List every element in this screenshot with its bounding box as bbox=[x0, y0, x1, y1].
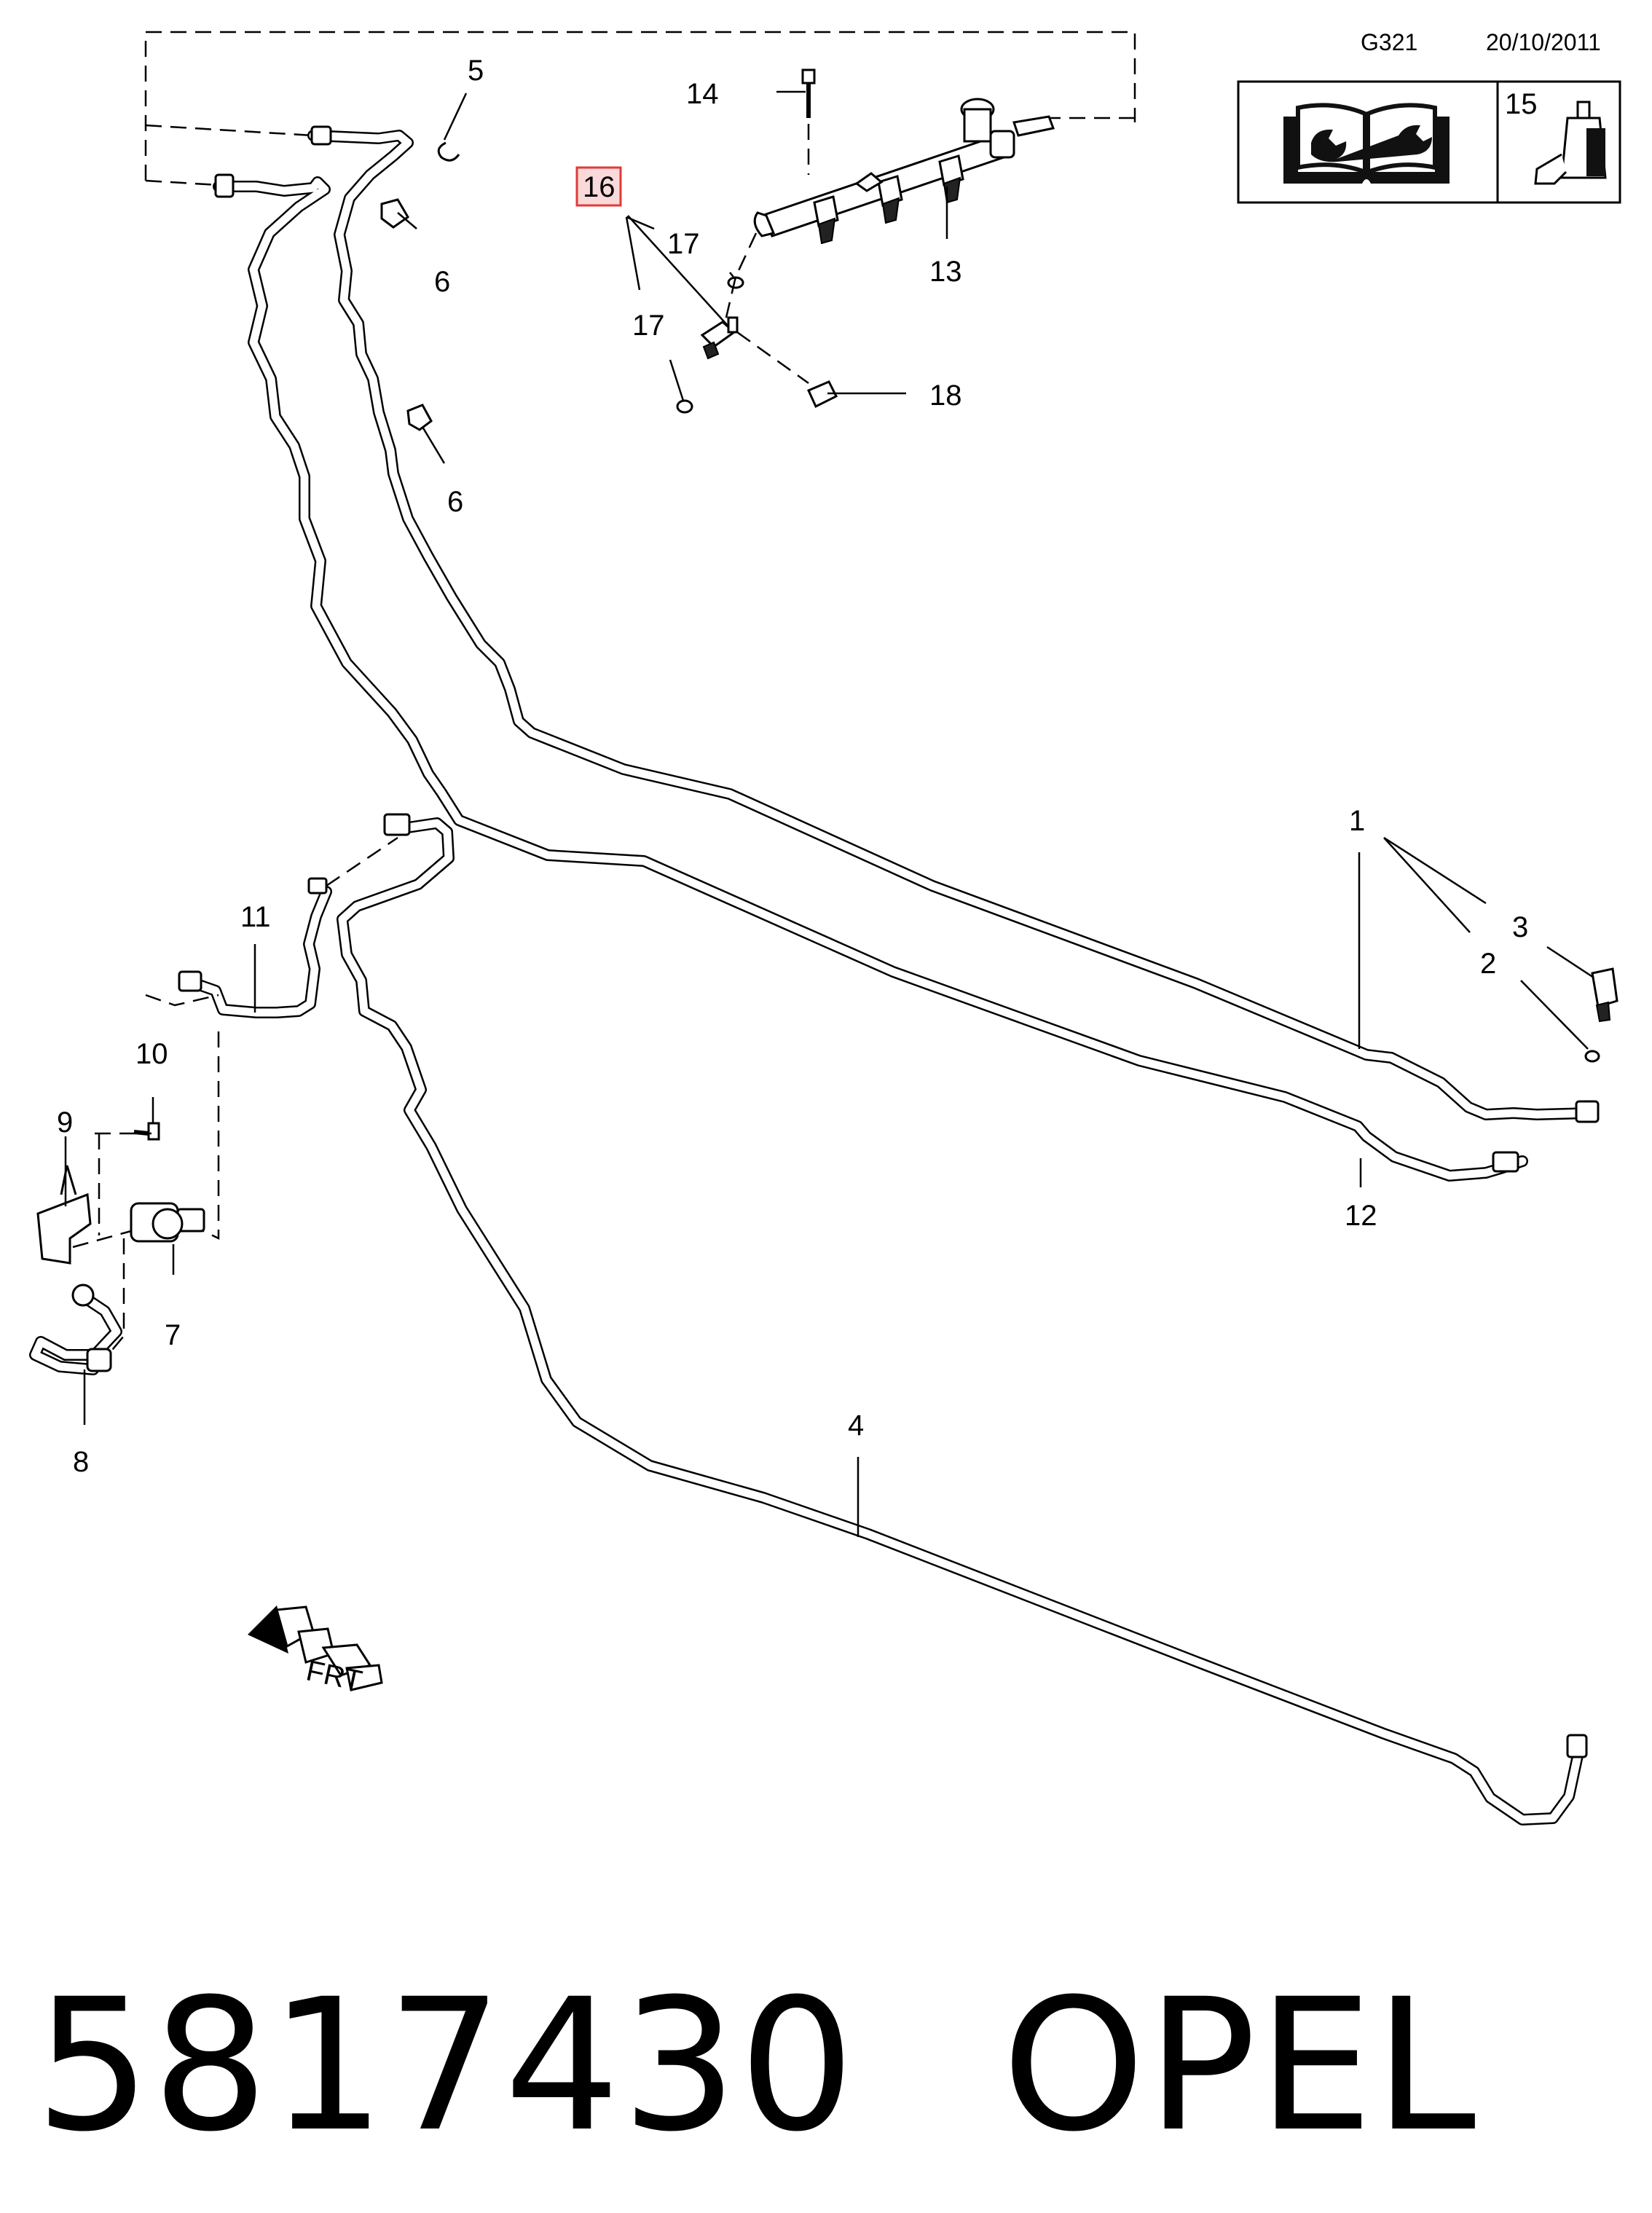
part-number: 5817430 bbox=[35, 1960, 857, 2171]
fuel-rail-13[interactable] bbox=[753, 98, 1055, 245]
clip-5[interactable] bbox=[437, 141, 460, 162]
callout-8[interactable]: 8 bbox=[73, 1446, 89, 1478]
callout-18[interactable]: 18 bbox=[929, 380, 962, 412]
callout-16: 16 bbox=[583, 171, 615, 203]
clip-18[interactable] bbox=[807, 380, 838, 409]
callout-5[interactable]: 5 bbox=[468, 55, 484, 87]
note-number: 15 bbox=[1505, 88, 1538, 120]
hose-8[interactable] bbox=[29, 1284, 122, 1375]
callout-6-lower[interactable]: 6 bbox=[447, 486, 463, 518]
wrench-icon bbox=[1311, 125, 1432, 162]
callout-labels: 5 14 16 17 17 6 6 13 18 1 3 2 12 4 11 10… bbox=[57, 55, 1528, 1478]
seal-ring-17-lower[interactable] bbox=[676, 399, 693, 414]
hose-11[interactable] bbox=[178, 877, 332, 1018]
callout-13[interactable]: 13 bbox=[929, 256, 962, 288]
callout-16-highlight[interactable]: 16 bbox=[575, 166, 622, 207]
bolt-14[interactable] bbox=[801, 68, 816, 118]
connector-3[interactable] bbox=[1591, 967, 1618, 1023]
callout-2[interactable]: 2 bbox=[1480, 948, 1496, 980]
seal-ring-17-upper[interactable] bbox=[727, 276, 744, 289]
fuel-pipe-4[interactable] bbox=[337, 813, 1588, 1825]
clip-6-lower[interactable] bbox=[406, 404, 433, 431]
screw-10[interactable] bbox=[133, 1122, 160, 1141]
callout-6-upper[interactable]: 6 bbox=[434, 266, 450, 298]
diagram-code: G321 bbox=[1361, 29, 1418, 55]
fuel-pipe-12[interactable] bbox=[213, 173, 1528, 1182]
diagram-date: 20/10/2011 bbox=[1486, 29, 1601, 55]
callout-17-upper[interactable]: 17 bbox=[667, 228, 700, 260]
callout-7[interactable]: 7 bbox=[165, 1319, 181, 1351]
clip-6-upper[interactable] bbox=[380, 198, 409, 229]
callout-3[interactable]: 3 bbox=[1512, 911, 1528, 943]
footer-title: 5817430 OPEL bbox=[35, 1960, 1477, 2171]
injector-16[interactable] bbox=[700, 316, 739, 360]
seal-ring-2[interactable] bbox=[1584, 1050, 1600, 1063]
sealant-tube-icon bbox=[1534, 101, 1607, 185]
brand-name: OPEL bbox=[1002, 1960, 1478, 2171]
valve-7[interactable] bbox=[130, 1202, 205, 1243]
callout-1[interactable]: 1 bbox=[1349, 805, 1365, 837]
callout-17-lower[interactable]: 17 bbox=[632, 310, 665, 342]
info-box: 15 bbox=[1237, 80, 1621, 204]
callout-4[interactable]: 4 bbox=[848, 1410, 864, 1442]
callout-10[interactable]: 10 bbox=[135, 1038, 168, 1070]
callout-9[interactable]: 9 bbox=[57, 1106, 73, 1139]
bracket-9[interactable] bbox=[36, 1165, 92, 1265]
leader-lines bbox=[64, 90, 1594, 1537]
callout-12[interactable]: 12 bbox=[1345, 1200, 1377, 1232]
callout-11[interactable]: 11 bbox=[240, 901, 271, 933]
callout-14[interactable]: 14 bbox=[686, 78, 719, 110]
fuel-pipe-1[interactable] bbox=[307, 125, 1600, 1123]
front-direction-marker: FRT bbox=[248, 1605, 383, 1697]
